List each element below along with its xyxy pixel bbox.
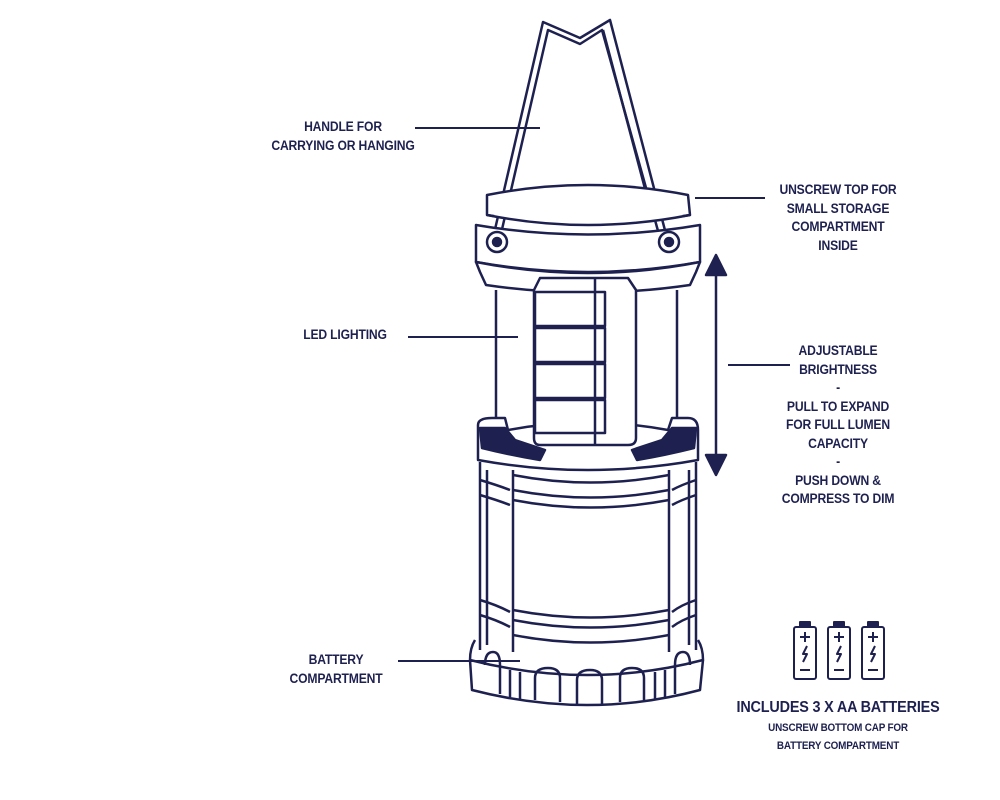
label-line: BRIGHTNESS	[799, 361, 877, 377]
base-cap	[468, 639, 705, 707]
label-line: HANDLE FOR	[304, 119, 382, 134]
label-battery: BATTERY COMPARTMENT	[290, 651, 383, 688]
led-panel	[532, 276, 638, 447]
batteries-subtitle: UNSCREW BOTTOM CAP FOR BATTERY COMPARTME…	[768, 719, 908, 755]
battery-icon	[861, 621, 885, 680]
label-line: FOR FULL LUMEN	[786, 417, 890, 432]
label-line: COMPRESS TO DIM	[781, 491, 895, 506]
label-line: INSIDE	[818, 237, 858, 253]
leader-lines	[398, 127, 790, 662]
label-brightness: ADJUSTABLE BRIGHTNESS - PULL TO EXPAND F…	[782, 342, 895, 509]
label-line: ADJUSTABLE	[798, 343, 878, 358]
top-cap	[474, 183, 702, 294]
label-line: COMPARTMENT	[791, 219, 885, 234]
label-line: PULL TO EXPAND	[786, 398, 890, 414]
label-line: BATTERY	[308, 652, 364, 667]
label-line: -	[836, 380, 840, 395]
handle	[491, 18, 669, 239]
label-top: UNSCREW TOP FOR SMALL STORAGE COMPARTMEN…	[779, 181, 896, 255]
expand-compress-arrow	[704, 253, 728, 477]
label-line: SMALL STORAGE	[786, 200, 890, 216]
batteries-title: INCLUDES 3 X AA BATTERIES	[736, 699, 940, 716]
label-line: UNSCREW BOTTOM CAP FOR	[768, 722, 908, 734]
label-handle: HANDLE FOR CARRYING OR HANGING	[271, 118, 414, 155]
label-line: CARRYING OR HANGING	[271, 137, 415, 153]
label-led: LED LIGHTING	[303, 326, 387, 345]
label-line: PUSH DOWN &	[795, 472, 881, 488]
label-line: LED LIGHTING	[303, 327, 387, 342]
battery-icon	[827, 621, 851, 680]
battery-body	[478, 462, 698, 652]
label-line: BATTERY COMPARTMENT	[776, 740, 900, 752]
label-line: COMPARTMENT	[289, 670, 383, 686]
label-line: CAPACITY	[808, 435, 868, 451]
label-line: UNSCREW TOP FOR	[779, 182, 897, 197]
battery-icons	[793, 621, 885, 680]
label-line: -	[836, 454, 840, 469]
battery-icon	[793, 621, 817, 680]
